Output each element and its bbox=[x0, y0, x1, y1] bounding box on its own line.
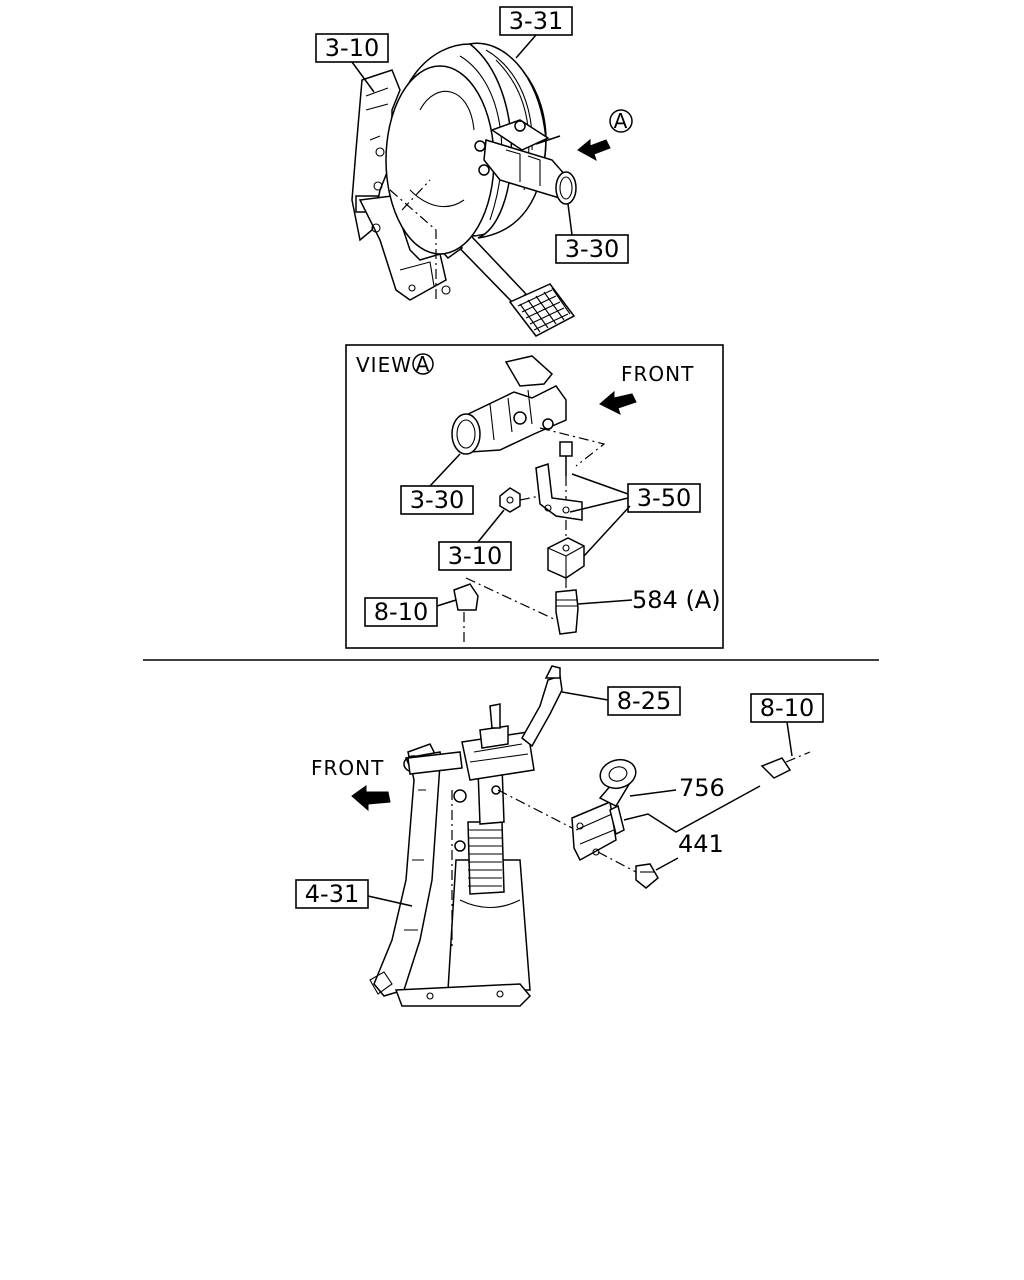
svg-text:3-10: 3-10 bbox=[325, 34, 379, 62]
callout-441: 441 bbox=[655, 830, 724, 871]
pedal-pad-grid bbox=[517, 287, 571, 333]
callout-3-50: 3-50 bbox=[569, 473, 701, 557]
callout-8-10-view: 8-10 bbox=[364, 597, 457, 627]
front-label-bottom: FRONT bbox=[311, 756, 391, 812]
view-a-arrow-icon bbox=[577, 138, 611, 162]
svg-text:3-50: 3-50 bbox=[637, 484, 691, 512]
svg-text:FRONT: FRONT bbox=[621, 362, 694, 386]
svg-text:3-30: 3-30 bbox=[410, 486, 464, 514]
steering-column-assembly bbox=[369, 665, 581, 1007]
callout-584: 584 (A) bbox=[577, 586, 721, 614]
svg-text:FRONT: FRONT bbox=[311, 756, 384, 780]
callout-3-10-view: 3-10 bbox=[438, 509, 512, 571]
svg-text:3-30: 3-30 bbox=[565, 235, 619, 263]
svg-text:VIEW: VIEW bbox=[356, 353, 412, 377]
column-boot bbox=[467, 821, 505, 895]
svg-text:3-10: 3-10 bbox=[448, 542, 502, 570]
master-cylinder-view bbox=[451, 355, 606, 467]
svg-text:A: A bbox=[416, 352, 431, 376]
callout-4-31: 4-31 bbox=[295, 879, 413, 909]
callout-3-30-view: 3-30 bbox=[400, 453, 474, 515]
callout-3-31: 3-31 bbox=[499, 6, 573, 59]
brake-booster-assembly bbox=[351, 42, 577, 337]
svg-text:4-31: 4-31 bbox=[305, 880, 359, 908]
svg-text:8-25: 8-25 bbox=[617, 687, 671, 715]
callout-8-10-bottom: 8-10 bbox=[750, 693, 824, 757]
svg-text:A: A bbox=[614, 109, 629, 133]
callout-8-25: 8-25 bbox=[561, 686, 681, 716]
svg-text:8-10: 8-10 bbox=[374, 598, 428, 626]
view-a-panel: VIEW A FRONT bbox=[345, 344, 724, 649]
svg-text:441: 441 bbox=[678, 830, 724, 858]
view-a-marker: A bbox=[577, 109, 633, 162]
svg-text:8-10: 8-10 bbox=[760, 694, 814, 722]
front-arrow-icon bbox=[599, 390, 637, 415]
svg-text:3-31: 3-31 bbox=[509, 7, 563, 35]
front-arrow-icon-bottom bbox=[351, 785, 391, 812]
svg-text:756: 756 bbox=[679, 774, 725, 802]
callout-756: 756 bbox=[629, 774, 725, 802]
control-module bbox=[571, 751, 811, 889]
callout-3-10-top: 3-10 bbox=[315, 33, 389, 93]
svg-text:584 (A): 584 (A) bbox=[632, 586, 721, 614]
callout-3-30-top: 3-30 bbox=[555, 203, 629, 264]
